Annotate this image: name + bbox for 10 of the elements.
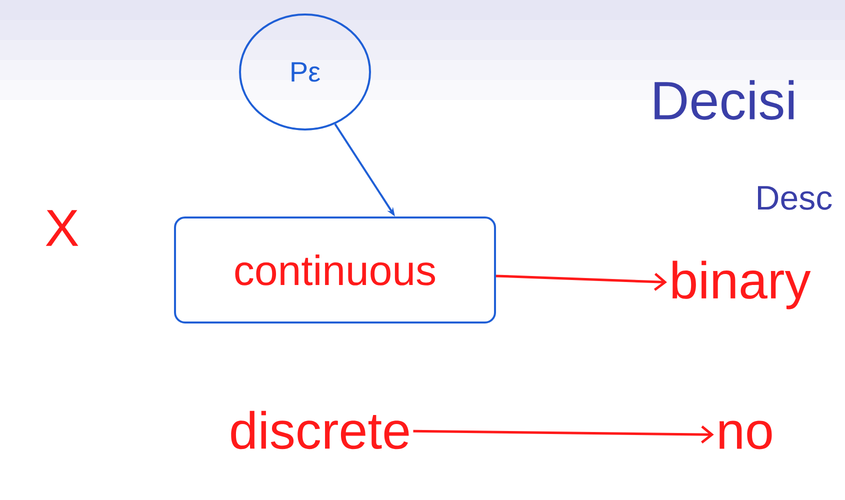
handwritten-mark: X xyxy=(46,210,78,246)
slide-subtitle: Desc xyxy=(758,186,832,210)
arrow xyxy=(496,272,667,291)
slide-title: Decisi xyxy=(654,80,794,120)
boxed-word: continuous xyxy=(174,216,496,324)
handwritten-word: no xyxy=(720,420,772,450)
handwritten-word: discrete xyxy=(231,410,409,450)
handwritten-word: binary xyxy=(672,260,811,310)
circled-note: Pε xyxy=(239,14,371,130)
arrow xyxy=(413,426,714,444)
